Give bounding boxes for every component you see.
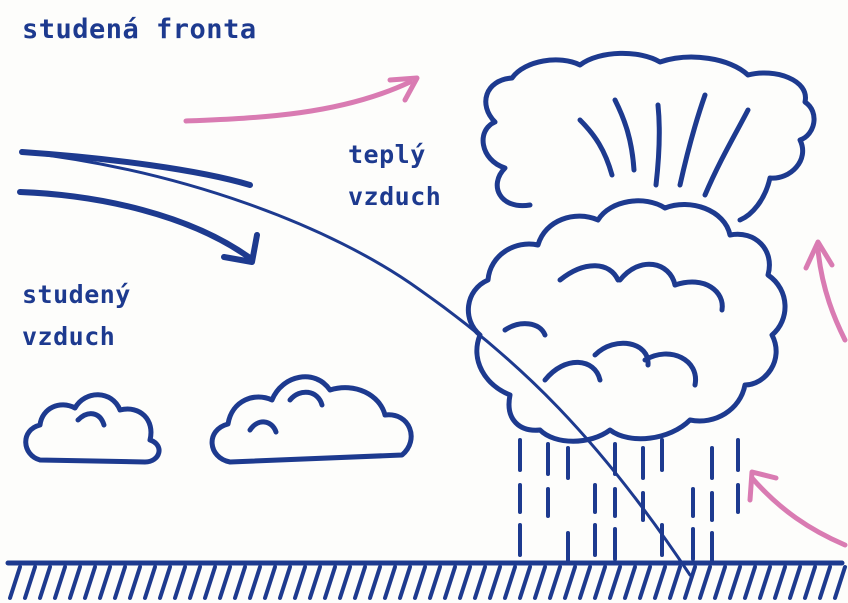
ground-hatch-stroke [55,567,65,598]
ground-hatch-stroke [310,567,320,598]
small-cloud-left [26,395,159,462]
ground-hatch-stroke [730,567,740,598]
warm-air-label-line2: vzduch [348,182,441,212]
ground-hatch-stroke [295,567,305,598]
rain-streaks [520,440,738,563]
ground-hatch-stroke [265,567,275,598]
ground-hatch-stroke [490,567,500,598]
warm-air-arrow-top [186,78,417,121]
ground-hatch-stroke [670,567,680,598]
small-cloud-right [212,377,411,462]
ground-hatch-stroke [535,567,545,598]
ground-hatch-stroke [835,567,845,598]
ground-hatch-stroke [115,567,125,598]
ground-hatch-stroke [25,567,35,598]
ground-hatch-stroke [130,567,140,598]
ground-hatch-stroke [175,567,185,598]
ground-hatch-stroke [580,567,590,598]
ground-hatch-stroke [790,567,800,598]
ground-hatch-stroke [250,567,260,598]
cumulonimbus-anvil [483,53,814,220]
ground-hatch-stroke [820,567,830,598]
ground-hatch-stroke [415,567,425,598]
ground-hatch-stroke [385,567,395,598]
ground-hatch-stroke [610,567,620,598]
ground-hatch-stroke [370,567,380,598]
ground-hatch-stroke [715,567,725,598]
ground-hatch-stroke [565,567,575,598]
ground-hatch-stroke [640,567,650,598]
warm-air-label-line1: teplý [348,140,426,170]
ground-hatch-stroke [70,567,80,598]
ground-hatch-stroke [595,567,605,598]
ground-hatch-stroke [10,567,20,598]
ground-hatch-stroke [190,567,200,598]
ground-hatch-stroke [745,567,755,598]
ground-hatching [8,563,845,598]
ground-hatch-stroke [220,567,230,598]
ground-hatch-stroke [160,567,170,598]
ground-hatch-stroke [655,567,665,598]
ground-hatch-stroke [430,567,440,598]
cold-air-arrow-lower [20,192,257,262]
ground-hatch-stroke [235,567,245,598]
ground-hatch-stroke [85,567,95,598]
ground-hatch-stroke [625,567,635,598]
warm-air-arrow-right-upper [806,242,845,340]
ground-hatch-stroke [550,567,560,598]
ground-hatch-stroke [280,567,290,598]
ground-hatch-stroke [445,567,455,598]
ground-hatch-stroke [700,567,710,598]
warm-air-arrow-right-lower [750,472,845,545]
ground-hatch-stroke [355,567,365,598]
cold-air-label-line2: vzduch [22,322,115,352]
ground-hatch-stroke [40,567,50,598]
ground-hatch-stroke [145,567,155,598]
diagram-title: studená fronta [22,14,257,46]
ground-hatch-stroke [760,567,770,598]
ground-hatch-stroke [100,567,110,598]
cold-air-arrow-upper [22,152,250,185]
ground-hatch-stroke [475,567,485,598]
ground-hatch-stroke [340,567,350,598]
ground-hatch-stroke [805,567,815,598]
ground-hatch-stroke [775,567,785,598]
ground-hatch-stroke [460,567,470,598]
cumulonimbus-body [468,201,785,441]
ground-hatch-stroke [505,567,515,598]
cold-air-label-line1: studený [22,280,131,310]
ground-hatch-stroke [325,567,335,598]
ground-hatch-stroke [400,567,410,598]
ground-hatch-stroke [520,567,530,598]
ground-hatch-stroke [205,567,215,598]
